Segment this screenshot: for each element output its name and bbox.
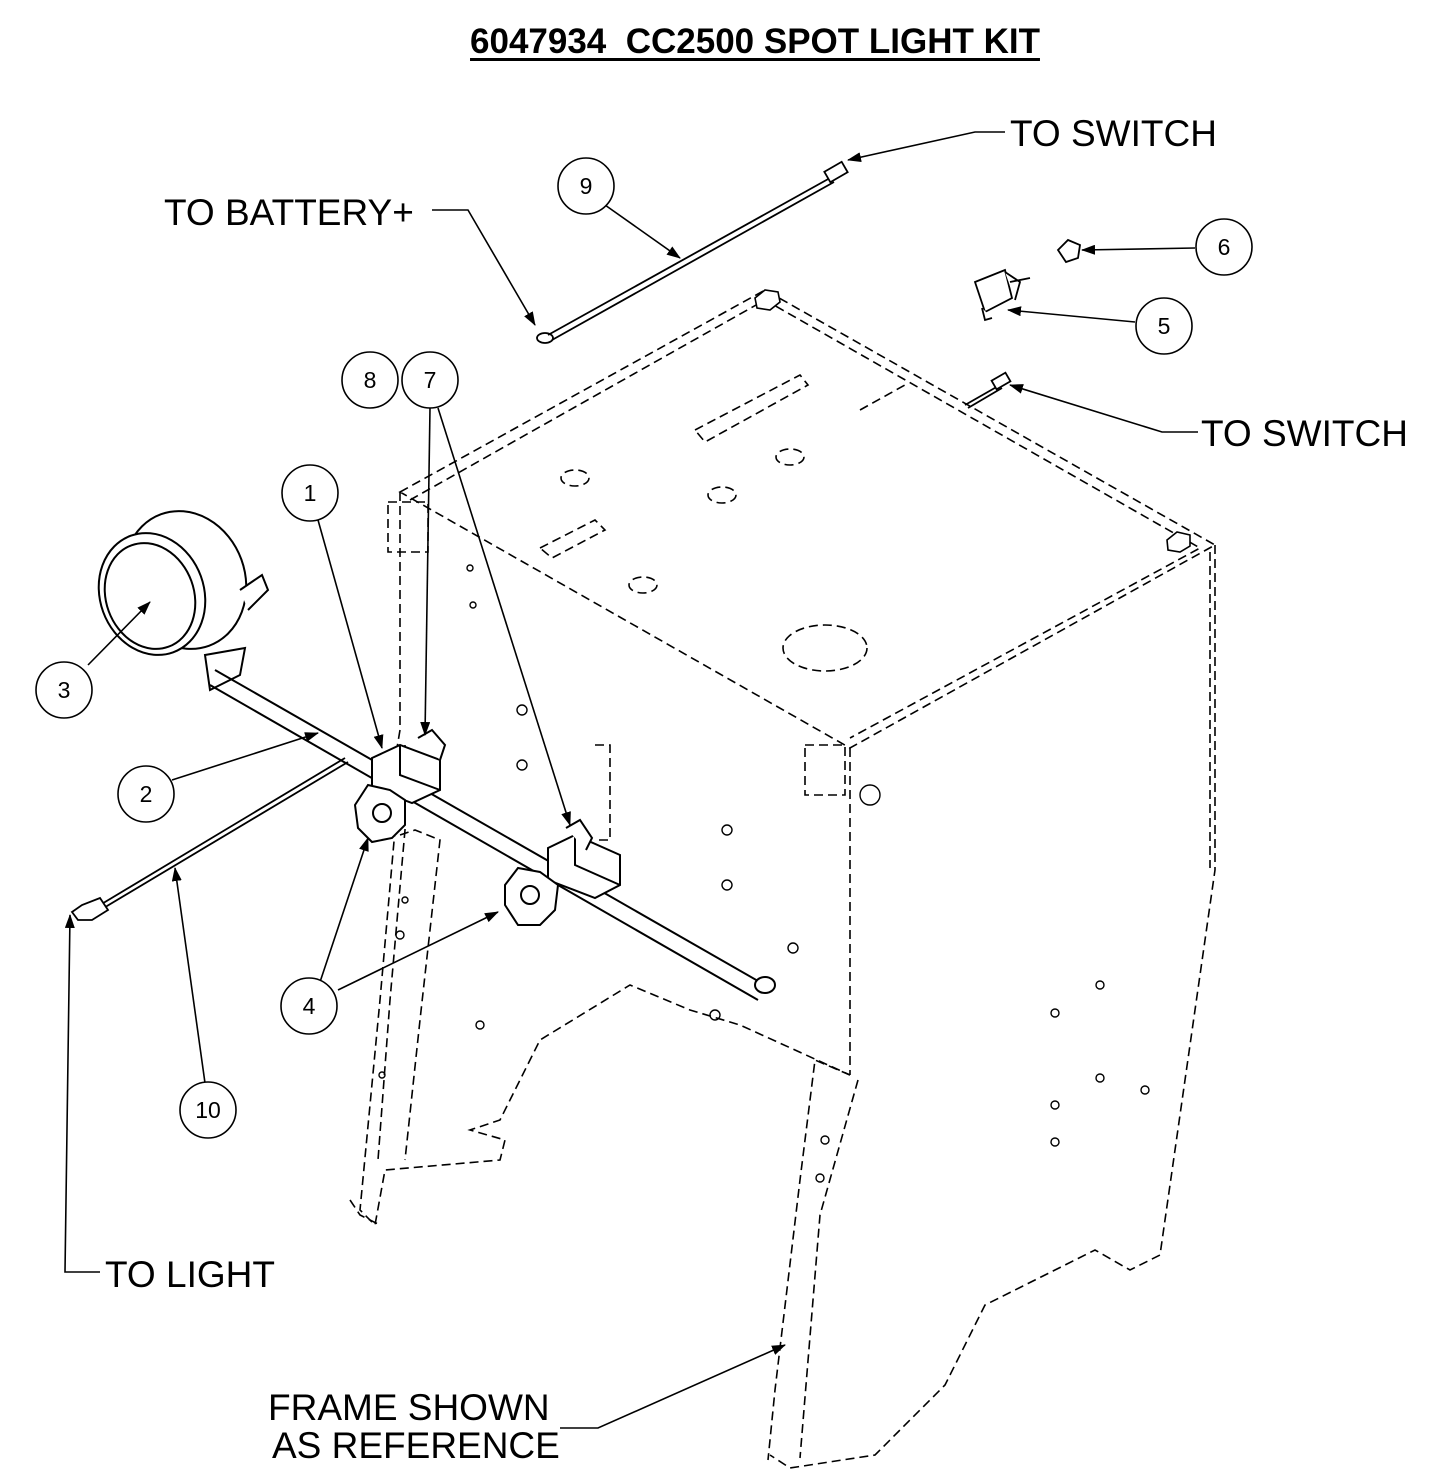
item-number: 9 (580, 173, 593, 199)
callout-frame-line1: FRAME SHOWN (268, 1387, 550, 1428)
item-bubble-10: 10 (179, 1081, 237, 1139)
callout-to-switch-top: TO SWITCH (1010, 113, 1217, 154)
item-number: 8 (364, 367, 377, 393)
frame-nuts (754, 289, 1191, 553)
star-knobs (353, 783, 560, 926)
item-number: 3 (58, 677, 71, 703)
item-bubble-7: 7 (401, 351, 459, 409)
mounting-tube (209, 669, 776, 1001)
item-bubble-6: 6 (1195, 218, 1253, 276)
page-title: 6047934 CC2500 SPOT LIGHT KIT (470, 22, 1040, 61)
item-number: 2 (140, 781, 153, 807)
item-number: 7 (424, 367, 437, 393)
frame-holes (378, 564, 1150, 1183)
toggle-switch-assembly (973, 238, 1081, 322)
item-number: 6 (1218, 234, 1231, 260)
item-bubble-8: 8 (341, 351, 399, 409)
leader-lines (64, 131, 1198, 1429)
item-number: 1 (304, 480, 317, 506)
item-number: 10 (195, 1097, 221, 1123)
item-number: 5 (1158, 313, 1171, 339)
callout-to-light: TO LIGHT (105, 1254, 275, 1295)
harness-to-light (70, 757, 349, 921)
item-bubble-9: 9 (557, 157, 615, 215)
spot-light (97, 510, 270, 692)
frame-reference (349, 289, 1217, 1469)
callout-to-battery: TO BATTERY+ (164, 192, 414, 233)
item-bubble-3: 3 (35, 661, 93, 719)
wire-to-switch (964, 371, 1012, 409)
item-bubble-2: 2 (117, 765, 175, 823)
item-bubble-5: 5 (1135, 297, 1193, 355)
tube-brackets (371, 728, 621, 900)
harness-to-battery (536, 160, 849, 344)
callout-to-switch-right: TO SWITCH (1201, 413, 1408, 454)
item-bubble-4: 4 (280, 977, 338, 1035)
item-number: 4 (303, 993, 316, 1019)
item-bubble-1: 1 (281, 464, 339, 522)
callout-frame-line2: AS REFERENCE (272, 1425, 560, 1466)
